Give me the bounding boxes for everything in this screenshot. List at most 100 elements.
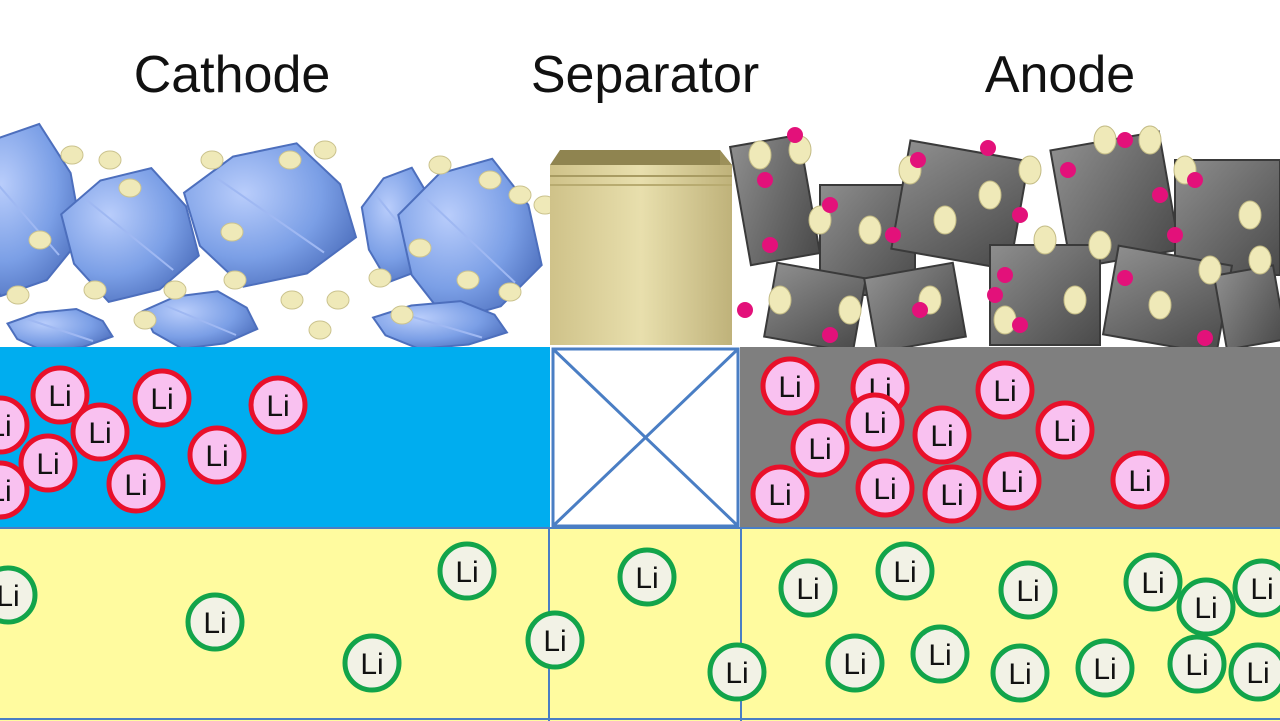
li-ion-circle xyxy=(998,560,1058,620)
li-ion-circle xyxy=(975,360,1035,420)
li-ion-intercalated: Li xyxy=(30,365,90,425)
binder-blob xyxy=(838,295,862,325)
anode-header: Anode xyxy=(985,46,1135,104)
li-ion-circle xyxy=(1167,634,1227,694)
li-ion-circle xyxy=(1176,577,1236,637)
li-ion-circle xyxy=(875,541,935,601)
li-ion-solvated: Li xyxy=(910,624,970,684)
li-ion-circle xyxy=(18,433,78,493)
anode-dot xyxy=(912,302,928,318)
binder-blob xyxy=(808,205,832,235)
anode-dot xyxy=(885,227,901,243)
li-ion-solvated: Li xyxy=(0,565,38,625)
anode-dot xyxy=(1117,270,1133,286)
anode-dot xyxy=(910,152,926,168)
li-ion-label: Li xyxy=(1194,592,1217,625)
li-ion-label: Li xyxy=(635,562,658,595)
li-ion-circle xyxy=(855,458,915,518)
li-ion-circle xyxy=(845,392,905,452)
li-ion-circle xyxy=(825,633,885,693)
li-ion-solvated: Li xyxy=(875,541,935,601)
li-ion-label: Li xyxy=(1141,567,1164,600)
li-ion-label: Li xyxy=(36,448,59,481)
binder-blob xyxy=(408,238,432,258)
binder-blob xyxy=(498,282,522,302)
li-ion-intercalated: Li xyxy=(760,356,820,416)
li-ion-label: Li xyxy=(1000,466,1023,499)
binder-blob xyxy=(133,310,157,330)
li-ion-circle xyxy=(778,558,838,618)
li-ion-solvated: Li xyxy=(617,547,677,607)
li-ion-intercalated: Li xyxy=(70,402,130,462)
li-ion-label: Li xyxy=(1093,653,1116,686)
li-ion-intercalated: Li xyxy=(922,464,982,524)
li-ion-label: Li xyxy=(768,479,791,512)
li-ion-label: Li xyxy=(1016,575,1039,608)
li-ion-label: Li xyxy=(124,469,147,502)
anode-dot xyxy=(987,287,1003,303)
li-ion-intercalated: Li xyxy=(982,451,1042,511)
li-ion-circle xyxy=(1123,552,1183,612)
binder-blob xyxy=(220,222,244,242)
li-ion-solvated: Li xyxy=(1167,634,1227,694)
li-ion-intercalated: Li xyxy=(912,405,972,465)
li-ion-label: Li xyxy=(893,556,916,589)
binder-blob xyxy=(223,270,247,290)
li-ion-label: Li xyxy=(48,380,71,413)
li-ion-label: Li xyxy=(993,375,1016,408)
li-ion-circle xyxy=(0,460,30,520)
li-ion-circle xyxy=(70,402,130,462)
li-ion-circle xyxy=(922,464,982,524)
binder-blob xyxy=(1138,125,1162,155)
li-ion-label: Li xyxy=(205,440,228,473)
li-ion-circle xyxy=(106,454,166,514)
binder-blob xyxy=(478,170,502,190)
separator-cross-icon xyxy=(551,347,740,528)
li-ion-label: Li xyxy=(863,407,886,440)
li-ion-circle xyxy=(1035,400,1095,460)
li-ion-circle xyxy=(1075,638,1135,698)
binder-blob xyxy=(748,140,772,170)
li-ion-label: Li xyxy=(1053,415,1076,448)
li-ion-solvated: Li xyxy=(525,610,585,670)
li-ion-solvated: Li xyxy=(1075,638,1135,698)
binder-blob xyxy=(456,270,480,290)
binder-blob xyxy=(6,285,30,305)
binder-blob xyxy=(1018,155,1042,185)
anode-dot xyxy=(1187,172,1203,188)
li-ion-intercalated: Li xyxy=(132,368,192,428)
li-ion-label: Li xyxy=(1250,573,1273,606)
binder-blob xyxy=(508,185,532,205)
li-ion-intercalated: Li xyxy=(18,433,78,493)
li-ion-intercalated: Li xyxy=(855,458,915,518)
binder-blob xyxy=(858,215,882,245)
li-ion-circle xyxy=(0,395,30,455)
li-ion-circle xyxy=(912,405,972,465)
li-ion-circle xyxy=(0,565,38,625)
li-ion-label: Li xyxy=(543,625,566,658)
binder-blob xyxy=(118,178,142,198)
li-ion-label: Li xyxy=(930,420,953,453)
li-ion-label: Li xyxy=(796,573,819,606)
cathode-particles-illustration xyxy=(0,122,557,353)
binder-blob xyxy=(993,305,1017,335)
crystal-facet xyxy=(215,176,325,254)
anode-dot xyxy=(757,172,773,188)
li-ion-solvated: Li xyxy=(185,592,245,652)
li-ion-circle xyxy=(1232,558,1280,618)
li-ion-circle xyxy=(790,418,850,478)
binder-blob xyxy=(98,150,122,170)
li-ion-solvated: Li xyxy=(1176,577,1236,637)
li-ion-label: Li xyxy=(843,648,866,681)
anode-dot xyxy=(980,140,996,156)
li-ion-circle xyxy=(990,643,1050,703)
separator-header: Separator xyxy=(531,46,759,104)
li-ion-label: Li xyxy=(360,648,383,681)
binder-blob xyxy=(163,280,187,300)
li-ion-solvated: Li xyxy=(998,560,1058,620)
binder-blob xyxy=(1088,230,1112,260)
crystal-facet xyxy=(163,304,237,336)
li-ion-circle xyxy=(525,610,585,670)
binder-blob xyxy=(428,155,452,175)
